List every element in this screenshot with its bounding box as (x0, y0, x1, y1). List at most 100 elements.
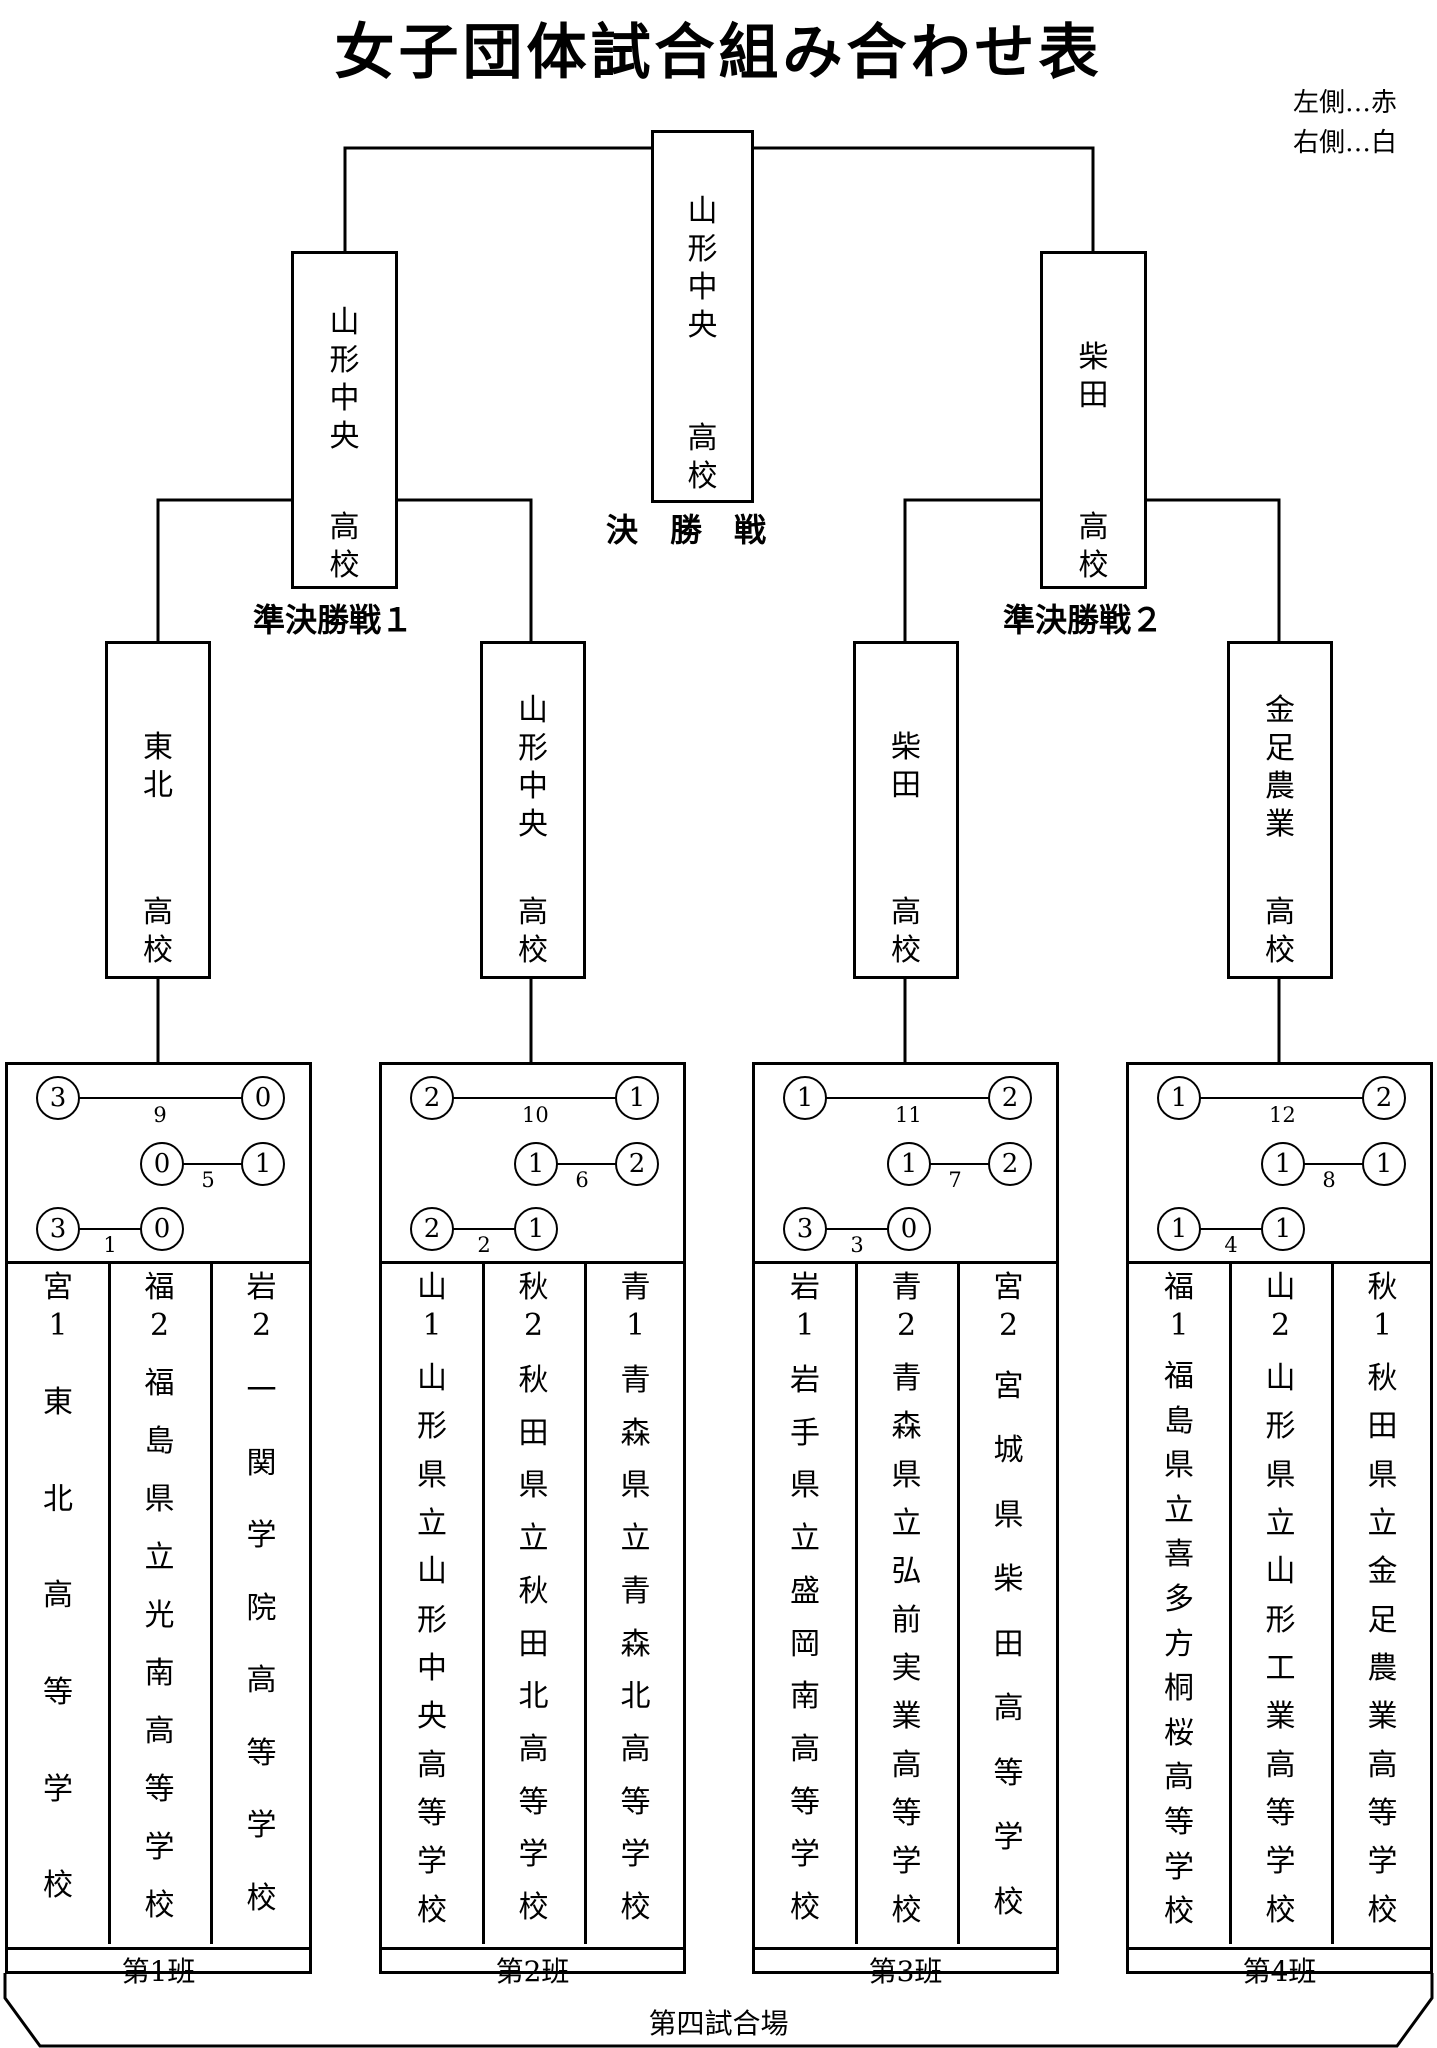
semi1-round-label: 準決勝戦１ (253, 601, 414, 639)
school-name: 宮城県柴田高等学校 (993, 1369, 1024, 1920)
pool-name: 第2班 (495, 1955, 570, 1988)
match-number: 1 (103, 1233, 117, 1257)
semi1-winner-box: 山形中央 高校 (291, 251, 398, 589)
match-line (805, 1228, 909, 1230)
pool-match-area-divider (8, 1261, 309, 1264)
match-score-left: 1 (514, 1142, 558, 1186)
match-score-left: 2 (410, 1207, 454, 1251)
match-score-right: 0 (241, 1076, 285, 1120)
match-line (1283, 1163, 1384, 1165)
school-name: 福島県立光南高等学校 (144, 1366, 175, 1923)
pool-column-divider (957, 1261, 960, 1944)
final-round-label: 決 勝 戦 (606, 511, 767, 549)
pool1-winner-box: 東北 高校 (105, 641, 211, 979)
pool4-winner-box: 金足農業 高校 (1227, 641, 1333, 979)
pool-match-area-divider (755, 1261, 1056, 1264)
pool2-winner-name: 山形中央 (518, 693, 548, 842)
school-name: 山形県立山形中央高等学校 (417, 1361, 447, 1928)
match-number: 10 (522, 1103, 549, 1127)
match-line (58, 1097, 263, 1099)
school-name: 東北高等学校 (43, 1385, 73, 1904)
match-score-right: 2 (1362, 1076, 1406, 1120)
match-number: 8 (1322, 1168, 1336, 1192)
match-score-right: 1 (241, 1142, 285, 1186)
school-name: 一関学院高等学校 (246, 1373, 277, 1916)
pool4-winner-suffix: 高校 (1265, 895, 1295, 968)
match-number: 2 (477, 1233, 491, 1257)
school-name: 福島県立喜多方桐桜高等学校 (1164, 1359, 1194, 1930)
pool-name-divider (1129, 1947, 1430, 1950)
pool-column-divider (855, 1261, 858, 1944)
match-score-left: 1 (1157, 1076, 1201, 1120)
pool3-winner-box: 柴田 高校 (853, 641, 959, 979)
match-line (58, 1228, 162, 1230)
match-score-left: 3 (783, 1207, 827, 1251)
match-number: 6 (575, 1168, 589, 1192)
match-score-right: 0 (887, 1207, 931, 1251)
match-line (162, 1163, 263, 1165)
match-score-right: 2 (988, 1076, 1032, 1120)
match-score-left: 2 (410, 1076, 454, 1120)
match-score-left: 3 (36, 1207, 80, 1251)
school-name: 秋田県立金足農業高等学校 (1367, 1361, 1398, 1928)
pool-name-divider (755, 1947, 1056, 1950)
pool4-winner-name: 金足農業 (1265, 693, 1295, 842)
match-line (1179, 1228, 1283, 1230)
page-title: 女子団体試合組み合わせ表 (334, 18, 1103, 88)
semi2-round-label: 準決勝戦２ (1003, 601, 1164, 639)
pool-column-divider (1229, 1261, 1232, 1944)
match-score-left: 1 (783, 1076, 827, 1120)
pool3-winner-suffix: 高校 (891, 895, 921, 968)
final-winner-box: 山形中央 高校 (651, 130, 754, 503)
pool2-winner-box: 山形中央 高校 (480, 641, 586, 979)
match-score-right: 1 (615, 1076, 659, 1120)
match-score-left: 3 (36, 1076, 80, 1120)
semi2-winner-suffix: 高校 (1078, 510, 1109, 583)
pool-match-area-divider (382, 1261, 683, 1264)
pool3-winner-name: 柴田 (891, 730, 921, 803)
semi1-winner-suffix: 高校 (329, 510, 360, 583)
match-score-left: 0 (140, 1142, 184, 1186)
pool-column-divider (1331, 1261, 1334, 1944)
school-name: 青森県立弘前実業高等学校 (891, 1361, 922, 1928)
match-number: 5 (201, 1168, 215, 1192)
pool-column-divider (584, 1261, 587, 1944)
match-line (432, 1097, 637, 1099)
pool1-winner-suffix: 高校 (143, 895, 173, 968)
legend-red-side: 左側…赤 (1292, 88, 1397, 118)
school-name: 青森県立青森北高等学校 (620, 1363, 651, 1926)
match-number: 11 (895, 1103, 922, 1127)
pool2-winner-suffix: 高校 (518, 895, 548, 968)
match-number: 3 (850, 1233, 864, 1257)
match-score-right: 2 (988, 1142, 1032, 1186)
match-score-left: 1 (1157, 1207, 1201, 1251)
match-score-left: 1 (887, 1142, 931, 1186)
pool-column-divider (210, 1261, 213, 1944)
school-name: 山形県立山形工業高等学校 (1265, 1361, 1296, 1928)
pool-name-divider (8, 1947, 309, 1950)
pool-name: 第1班 (121, 1955, 196, 1988)
match-line (432, 1228, 536, 1230)
match-line (805, 1097, 1010, 1099)
match-score-right: 1 (1362, 1142, 1406, 1186)
match-score-right: 0 (140, 1207, 184, 1251)
semi2-winner-box: 柴田 高校 (1040, 251, 1147, 589)
match-score-right: 1 (1261, 1207, 1305, 1251)
final-winner-suffix: 高校 (687, 421, 718, 494)
pool-column-divider (482, 1261, 485, 1944)
final-winner-name: 山形中央 (687, 194, 718, 343)
match-number: 12 (1269, 1103, 1296, 1127)
